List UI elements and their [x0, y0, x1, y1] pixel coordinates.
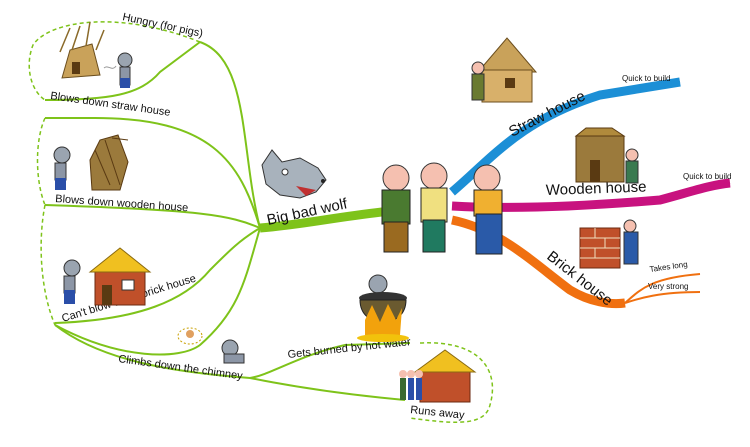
brick-wall-icon — [579, 219, 639, 269]
relation-wooden-brick — [40, 204, 56, 326]
line-chimney-to-burned — [54, 324, 411, 380]
note-brick-long: Takes long — [649, 260, 688, 274]
wolf-in-pot-icon — [357, 274, 409, 342]
wooden-branch — [451, 178, 731, 212]
line-brick-wolf — [54, 227, 261, 324]
wolf-at-brick-house-icon — [63, 247, 152, 306]
house-branch-lines — [449, 77, 731, 309]
relationship-label: Hungry (for pigs) — [121, 11, 204, 40]
line-runs-away — [249, 377, 406, 401]
relation-straw-wooden — [36, 117, 46, 206]
child-label-blows-straw: Blows down straw house — [50, 90, 172, 119]
relation-burned-runs — [409, 342, 494, 423]
brick-note-line-1 — [624, 273, 701, 304]
house-label-wooden: Wooden house — [546, 178, 647, 199]
line-blows-straw — [44, 41, 201, 101]
wolf-climbing-icon — [177, 327, 245, 364]
straw-note-line — [599, 81, 681, 96]
wolf-blowing-wooden-house-icon — [53, 134, 129, 191]
wooden-hut-icon — [574, 127, 639, 184]
line-blows-wooden — [44, 204, 261, 229]
note-wooden-quick: Quick to build — [683, 172, 731, 181]
straw-branch — [449, 77, 681, 196]
hungry-relationship[interactable] — [28, 21, 201, 101]
straw-hut-icon — [471, 37, 538, 103]
connector-straw-sub — [199, 41, 261, 229]
child-label-runs: Runs away — [410, 404, 466, 422]
line-to-wooden-top — [45, 117, 261, 229]
wolf-main-branch — [259, 207, 383, 233]
wooden-note-line — [659, 182, 731, 201]
child-label-blows-wooden: Blows down wooden house — [55, 193, 189, 214]
wolf-head-icon — [261, 149, 327, 199]
pigs-at-brick-house-icon — [399, 349, 477, 403]
note-brick-strong: Very strong — [648, 282, 688, 291]
brick-note-line-2 — [624, 291, 701, 304]
wolf-branch-lines — [44, 41, 411, 401]
note-straw-quick: Quick to build — [622, 74, 670, 83]
relationship-lines — [28, 21, 494, 423]
line-climbs — [54, 227, 261, 356]
three-little-pigs-icon — [381, 162, 503, 255]
wolf-blowing-straw-house-icon — [59, 21, 133, 88]
